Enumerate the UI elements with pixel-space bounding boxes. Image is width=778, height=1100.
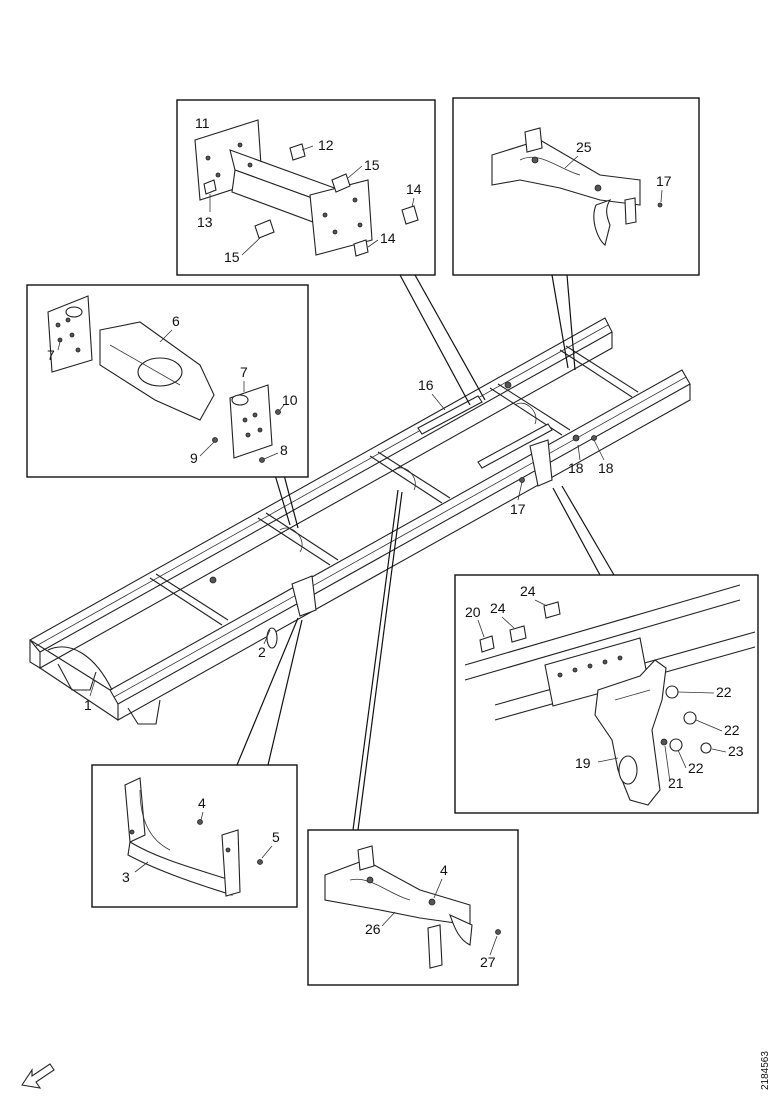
label-part-14: 14 <box>380 230 396 246</box>
label-part-6: 6 <box>172 313 180 329</box>
label-part-22: 22 <box>716 684 732 700</box>
leader-lines <box>236 274 615 831</box>
label-part-7: 7 <box>240 364 248 380</box>
label-part-24: 24 <box>490 600 506 616</box>
label-part-24: 24 <box>520 583 536 599</box>
detail-box-crossmember-25: 25 17 <box>452 97 700 276</box>
label-part-25: 25 <box>576 139 592 155</box>
label-part-5: 5 <box>272 829 280 845</box>
label-part-17: 17 <box>656 173 672 189</box>
label-part-27: 27 <box>480 954 496 970</box>
label-part-1: 1 <box>84 697 92 713</box>
label-part-22: 22 <box>688 760 704 776</box>
label-part-18: 18 <box>598 460 614 476</box>
label-part-14: 14 <box>406 181 422 197</box>
label-part-11: 11 <box>195 115 210 131</box>
label-part-4: 4 <box>440 862 448 878</box>
label-part-18: 18 <box>568 460 584 476</box>
detail-box-crossmember-3: 4 5 3 <box>91 764 298 908</box>
chassis-frame <box>29 317 691 725</box>
label-part-15: 15 <box>364 157 380 173</box>
detail-box-crossmember-assembly: 11 12 15 14 13 14 15 <box>176 99 436 276</box>
direction-arrow-icon <box>21 1063 55 1089</box>
label-part-20: 20 <box>465 604 481 620</box>
label-part-22: 22 <box>724 722 740 738</box>
label-part-23: 23 <box>728 743 744 759</box>
detail-box-crossmember-26: 4 26 27 <box>307 829 519 986</box>
label-part-16: 16 <box>418 377 434 393</box>
drawing-id: 2184563 <box>760 1051 771 1090</box>
label-part-15: 15 <box>224 249 240 265</box>
label-part-26: 26 <box>365 921 381 937</box>
label-part-19: 19 <box>575 755 591 771</box>
detail-box-spring-hanger-assembly: 20 24 24 22 22 22 23 21 19 <box>454 574 759 814</box>
label-part-7: 7 <box>47 347 55 363</box>
frame-labels: 1 2 16 17 18 18 <box>84 377 614 713</box>
label-part-10: 10 <box>282 392 298 408</box>
label-part-21: 21 <box>668 775 684 791</box>
label-part-8: 8 <box>280 442 288 458</box>
label-part-12: 12 <box>318 137 334 153</box>
label-part-4: 4 <box>198 795 206 811</box>
label-part-13: 13 <box>197 214 213 230</box>
label-part-17: 17 <box>510 501 526 517</box>
label-part-9: 9 <box>190 450 198 466</box>
label-part-3: 3 <box>122 869 130 885</box>
detail-box-crossmember-6: 6 7 7 10 9 8 <box>26 284 309 478</box>
label-part-2: 2 <box>258 644 266 660</box>
